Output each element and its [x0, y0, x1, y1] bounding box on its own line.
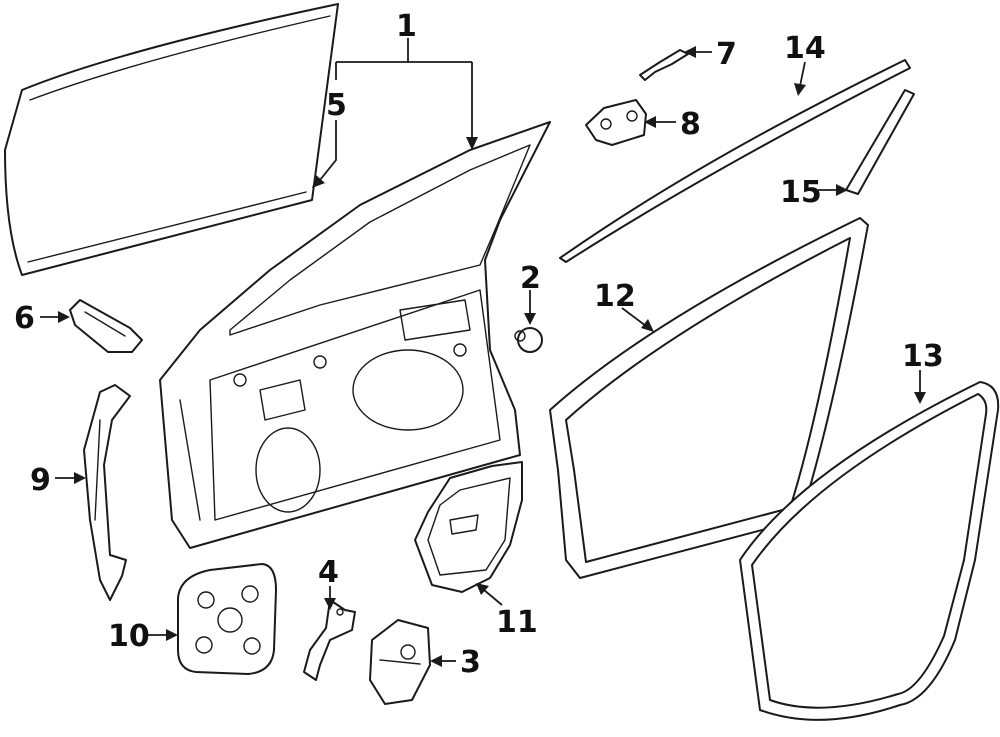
- belt-molding-14: [559, 59, 911, 263]
- lock-actuator-3: [369, 619, 431, 705]
- callout-10: 10: [108, 619, 150, 654]
- callout-14: 14: [784, 31, 826, 66]
- door-weatherstrip-12: [549, 217, 869, 579]
- door-shell: [159, 121, 551, 549]
- hinge-8: [585, 99, 647, 146]
- callout-4: 4: [318, 555, 339, 590]
- clip-7: [639, 49, 689, 81]
- trim-strip-9: [83, 384, 131, 601]
- molding-15: [845, 89, 915, 195]
- callout-1: 1: [396, 9, 417, 44]
- callout-6: 6: [14, 301, 35, 336]
- callout-12: 12: [594, 279, 636, 314]
- inner-panel-11: [414, 461, 523, 593]
- bracket-6: [69, 299, 143, 353]
- callout-labels: 1 2 3 4 5 6 7 8 9 10 11 12 13 14 15: [14, 9, 944, 680]
- access-cover-10: [177, 563, 277, 675]
- outer-door-skin: [4, 3, 339, 276]
- callout-5: 5: [326, 88, 347, 123]
- callout-13: 13: [902, 339, 944, 374]
- callout-7: 7: [716, 37, 737, 72]
- bracket-4: [303, 599, 356, 681]
- plug-2: [514, 327, 543, 353]
- leader-lines: [40, 38, 926, 667]
- body-weatherstrip-13: [739, 381, 1000, 721]
- callout-2: 2: [520, 261, 541, 296]
- callout-11: 11: [496, 605, 538, 640]
- callout-8: 8: [680, 107, 701, 142]
- callout-3: 3: [460, 645, 481, 680]
- callout-9: 9: [30, 463, 51, 498]
- callout-15: 15: [780, 175, 822, 210]
